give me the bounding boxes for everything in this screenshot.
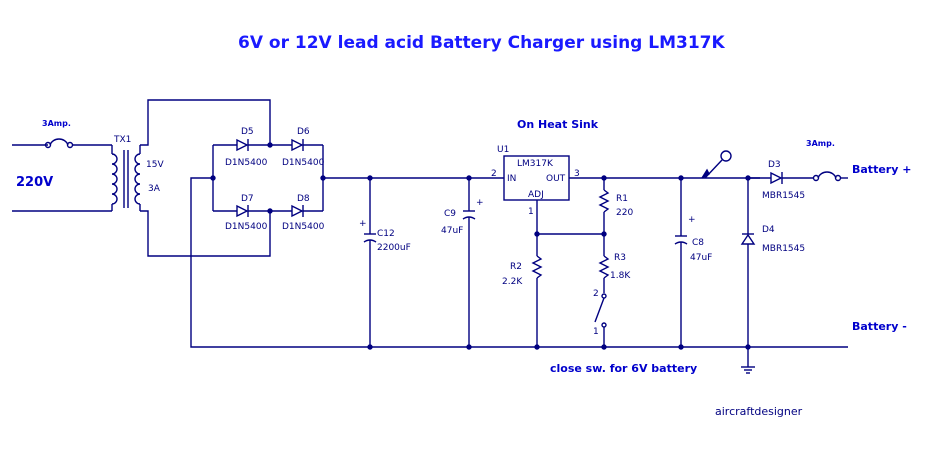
regulator-adj-label: ADJ — [528, 190, 544, 200]
c9-polarity: + — [476, 198, 484, 208]
d3-ref: D3 — [768, 160, 781, 170]
c12-value: 2200uF — [377, 243, 411, 253]
switch-pin-top: 2 — [593, 289, 599, 299]
output-fuse-label: 3Amp. — [806, 139, 835, 148]
regulator-pin-out: 3 — [574, 169, 580, 179]
c9-ref: C9 — [444, 209, 456, 219]
regulator-pin-in: 2 — [491, 169, 497, 179]
d5-part: D1N5400 — [225, 158, 268, 168]
d8-ref: D8 — [297, 194, 310, 204]
transformer-ref: TX1 — [113, 135, 131, 145]
r2-value: 2.2K — [502, 277, 523, 287]
switch-6v: 2 1 close sw. for 6V battery — [550, 289, 697, 375]
switch-pin-bottom: 1 — [593, 327, 599, 337]
resistor-r2: R2 2.2K — [502, 255, 543, 350]
battery-negative-label: Battery - — [852, 320, 907, 333]
d4-part: MBR1545 — [762, 244, 805, 254]
switch-note: close sw. for 6V battery — [550, 362, 697, 375]
ground-rail — [190, 177, 848, 348]
d6-ref: D6 — [297, 127, 310, 137]
regulator-part: LM317K — [517, 159, 554, 169]
c8-ref: C8 — [692, 238, 704, 248]
resistor-r3: R3 1.8K — [598, 234, 631, 293]
diode-d3: D3 MBR1545 — [745, 160, 814, 201]
resistor-r1: R1 220 — [598, 175, 633, 234]
diode-d8: D8 D1N5400 — [282, 194, 325, 232]
capacitor-c9: + C9 47uF — [441, 175, 484, 350]
transformer-current: 3A — [148, 184, 161, 194]
regulator-pin-adj: 1 — [528, 207, 534, 217]
d3-part: MBR1545 — [762, 191, 805, 201]
r1-value: 220 — [616, 208, 633, 218]
capacitor-c8: + C8 47uF — [674, 175, 712, 350]
input-voltage-label: 220V — [16, 175, 53, 190]
input-fuse-label: 3Amp. — [42, 119, 71, 128]
c12-ref: C12 — [377, 229, 395, 239]
regulator-u1: On Heat Sink U1 LM317K IN OUT ADJ 2 3 1 — [491, 118, 599, 217]
c9-value: 47uF — [441, 226, 463, 236]
d5-ref: D5 — [241, 127, 254, 137]
regulator-in-label: IN — [507, 174, 516, 184]
r1-ref: R1 — [616, 194, 628, 204]
d4-ref: D4 — [762, 225, 775, 235]
diode-d7: D7 D1N5400 — [225, 194, 268, 232]
transformer-tx1: TX1 15V 3A — [111, 135, 164, 211]
d8-part: D1N5400 — [282, 222, 325, 232]
author-credit: aircraftdesigner — [715, 405, 803, 418]
ground-icon — [741, 347, 755, 374]
diode-d5: D5 D1N5400 — [225, 127, 268, 168]
r3-value: 1.8K — [610, 271, 631, 281]
r2-ref: R2 — [510, 262, 522, 272]
bridge-rectifier — [212, 142, 324, 214]
battery-positive-label: Battery + — [852, 163, 911, 176]
d6-part: D1N5400 — [282, 158, 325, 168]
r3-ref: R3 — [614, 253, 626, 263]
output-fuse: 3Amp. — [806, 139, 848, 182]
diode-d4: D4 MBR1545 — [740, 178, 805, 350]
d7-ref: D7 — [241, 194, 254, 204]
secondary-top-wire — [140, 99, 271, 146]
c12-polarity: + — [359, 219, 367, 229]
page-title: 6V or 12V lead acid Battery Charger usin… — [238, 33, 726, 53]
d7-part: D1N5400 — [225, 222, 268, 232]
probe-icon — [701, 150, 732, 179]
regulator-ref: U1 — [497, 145, 509, 155]
capacitor-c12: + C12 2200uF — [359, 175, 411, 350]
diode-d6: D6 D1N5400 — [282, 127, 325, 168]
input-fuse: 3Amp. — [12, 119, 112, 149]
regulator-out-label: OUT — [546, 174, 566, 184]
secondary-bottom-wire — [140, 210, 271, 257]
c8-polarity: + — [688, 215, 696, 225]
heat-sink-label: On Heat Sink — [517, 118, 599, 131]
c8-value: 47uF — [690, 253, 712, 263]
transformer-voltage: 15V — [146, 160, 164, 170]
